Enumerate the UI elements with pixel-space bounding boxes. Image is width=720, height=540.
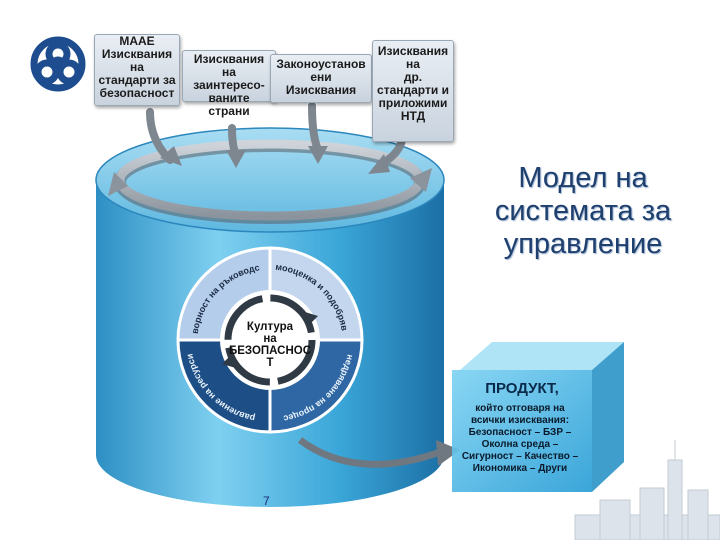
req-line: на: [130, 60, 144, 74]
requirement-iaea-safety: МААЕ Изисквания на стандарти за безопасн…: [94, 34, 180, 106]
req-line: безопасност: [99, 86, 175, 100]
center-line: на: [263, 333, 277, 345]
req-line: ваните: [208, 91, 250, 105]
product-line: който отговаря на: [475, 403, 565, 414]
product-line: всички изисквания:: [470, 415, 570, 426]
requirement-stakeholders: Изисквания на заинтересо- ваните страни: [182, 50, 276, 118]
req-line: на: [222, 65, 236, 79]
req-line: заинтересо-: [193, 78, 265, 92]
output-arrow: [297, 437, 460, 468]
slide-title: Модел на системата за управление: [478, 162, 688, 261]
req-line: стандарти за: [98, 73, 176, 87]
req-line: Изисквания: [193, 52, 265, 66]
product-title: ПРОДУКТ,: [485, 380, 559, 397]
cycle-arrowhead-left: [108, 172, 128, 196]
requirement-arrowheads: [160, 146, 390, 174]
product-line: Сигурност – Качество –: [461, 451, 579, 462]
req-line: др.: [403, 70, 423, 84]
req-line: МААЕ: [119, 34, 155, 48]
product-box: [452, 342, 624, 492]
req-line: Изисквания: [377, 44, 449, 58]
cycle-arrowhead-right: [410, 168, 432, 192]
product-line: Околна среда –: [481, 439, 559, 450]
product-description: който отговаря на всички изисквания: Без…: [452, 403, 588, 475]
req-line: приложими: [378, 96, 448, 110]
product-line: Икономика – Други: [472, 463, 568, 474]
center-line: Т: [266, 357, 274, 369]
req-line: Изисквания: [285, 83, 357, 97]
req-line: ени: [310, 70, 332, 84]
page-number: 7: [263, 494, 270, 508]
title-line: системата за: [494, 195, 672, 227]
center-line: Култура: [246, 321, 294, 333]
center-line: БЕЗОПАСНОС: [228, 345, 312, 357]
skyline-decoration: [574, 440, 720, 540]
req-line: на: [406, 57, 420, 71]
req-line: НТД: [400, 109, 426, 123]
req-line: страни: [208, 104, 250, 118]
requirement-legal: Законоустанов ени Изисквания: [270, 54, 372, 103]
product-line: Безопасност – БЗР –: [468, 427, 572, 438]
requirement-other-standards: Изисквания на др. стандарти и приложими …: [372, 40, 454, 142]
institution-logo-icon: [30, 36, 86, 92]
title-line: управление: [503, 228, 663, 260]
title-line: Модел на: [518, 162, 648, 194]
req-line: Законоустанов: [276, 57, 366, 71]
req-line: стандарти и: [377, 83, 449, 97]
req-line: Изисквания: [101, 47, 173, 61]
cycle-center-label: Култура на БЕЗОПАСНОС Т: [228, 321, 312, 369]
